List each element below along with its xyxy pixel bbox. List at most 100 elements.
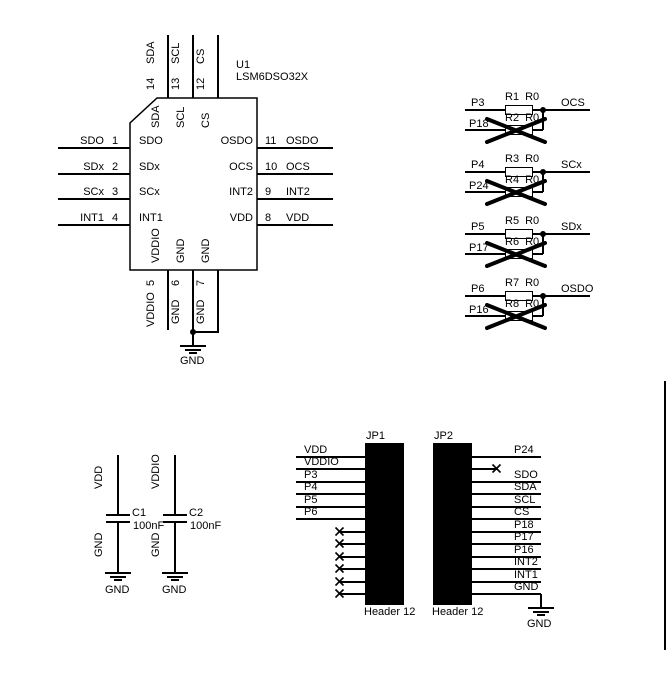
pin-number: 1 <box>112 135 119 147</box>
net-label: INT1 <box>514 569 538 581</box>
net-label: P18 <box>469 118 489 130</box>
net-label: GND <box>150 532 162 557</box>
resistor-value: R0 <box>525 215 540 227</box>
junction-dot <box>540 231 546 237</box>
u1-refdes: U1 <box>236 59 251 71</box>
wire <box>540 594 542 607</box>
header-refdes: JP1 <box>366 430 385 442</box>
pin-name: SCx <box>139 186 160 198</box>
net-label: SDA <box>145 41 157 64</box>
pin-wire <box>296 506 365 508</box>
u1-body[interactable] <box>128 96 260 272</box>
resistor-body[interactable] <box>505 229 533 239</box>
pin-number: 13 <box>170 77 182 90</box>
junction-dot <box>540 293 546 299</box>
resistor-body[interactable] <box>505 291 533 301</box>
pin-wire <box>340 568 365 570</box>
net-label: CS <box>195 48 207 64</box>
pin-wire <box>472 593 541 595</box>
pin-wire <box>472 493 541 495</box>
wire <box>174 455 176 515</box>
pin-wire <box>192 270 194 345</box>
gnd-label: GND <box>105 584 130 596</box>
wire <box>465 191 543 193</box>
net-label: P16 <box>514 544 534 556</box>
pin-wire <box>340 593 365 595</box>
pin-wire <box>58 198 130 200</box>
capacitor-plate <box>106 521 130 523</box>
gnd-tie-wire <box>193 331 219 333</box>
gnd-bar <box>167 576 183 578</box>
net-label: SDx <box>561 221 582 233</box>
pin-name: SCL <box>175 106 187 128</box>
net-label: OSDO <box>561 283 594 295</box>
pin-wire <box>472 468 497 470</box>
gnd-bar <box>110 576 126 578</box>
pin-wire <box>296 468 365 470</box>
net-label: CS <box>514 506 530 518</box>
pin-wire <box>472 543 541 545</box>
resistor-refdes: R3 <box>505 153 520 165</box>
resistor-body[interactable] <box>505 105 533 115</box>
net-label: VDD <box>93 465 105 489</box>
no-connect-icon <box>334 551 345 562</box>
net-label: P4 <box>471 159 485 171</box>
header-jp2-body[interactable] <box>433 443 472 605</box>
header-part: Header 12 <box>432 606 484 618</box>
net-label: SCx <box>83 186 104 198</box>
pin-wire <box>340 581 365 583</box>
gnd-bar <box>528 607 554 609</box>
pin-wire <box>472 581 541 583</box>
capacitor-plate <box>163 514 187 516</box>
pin-wire <box>296 456 365 458</box>
pin-name: GND <box>175 238 187 263</box>
capacitor-plate <box>163 521 187 523</box>
net-label: INT2 <box>286 186 310 198</box>
pin-wire <box>296 518 365 520</box>
pin-name: CS <box>200 112 212 128</box>
junction-dot <box>190 329 196 335</box>
no-connect-icon <box>334 576 345 587</box>
gnd-bar <box>537 614 545 616</box>
pin-number: 4 <box>112 212 119 224</box>
pin-name: GND <box>200 238 212 263</box>
net-label: P4 <box>304 481 318 493</box>
net-label: P5 <box>304 494 318 506</box>
pin-wire <box>472 506 541 508</box>
pin-wire <box>472 481 541 483</box>
pin-name: SDO <box>139 135 163 147</box>
net-label: VDDIO <box>145 292 157 327</box>
resistor-value: R0 <box>525 153 540 165</box>
pin-wire <box>340 531 365 533</box>
pin-name: OCS <box>229 161 253 173</box>
pin-wire <box>217 35 219 98</box>
pin-name: SDA <box>150 105 162 128</box>
net-label: P5 <box>471 221 485 233</box>
net-label: VDD <box>304 444 328 456</box>
resistor-refdes: R5 <box>505 215 520 227</box>
pin-wire <box>167 35 169 98</box>
resistor-refdes: R7 <box>505 277 520 289</box>
net-label: P18 <box>514 519 534 531</box>
capacitor-value: 100nF <box>190 520 222 532</box>
gnd-bar <box>189 352 197 354</box>
gnd-label: GND <box>527 618 552 630</box>
pin-wire <box>58 147 130 149</box>
net-label: GND <box>195 299 207 324</box>
header-jp1-body[interactable] <box>365 443 404 605</box>
header-refdes: JP2 <box>434 430 453 442</box>
net-label: P24 <box>514 444 534 456</box>
resistor-body[interactable] <box>505 167 533 177</box>
pin-wire <box>257 173 333 175</box>
wire <box>465 129 543 131</box>
gnd-bar <box>105 572 131 574</box>
junction-dot <box>540 107 546 113</box>
capacitor-value: 100nF <box>133 520 165 532</box>
dnp-cross-icon <box>485 179 547 206</box>
net-label: GND <box>170 299 182 324</box>
pin-wire <box>58 173 130 175</box>
net-label: VDD <box>286 212 310 224</box>
pin-name: SDx <box>139 161 160 173</box>
pin-wire <box>167 270 169 330</box>
gnd-bar <box>114 579 122 581</box>
